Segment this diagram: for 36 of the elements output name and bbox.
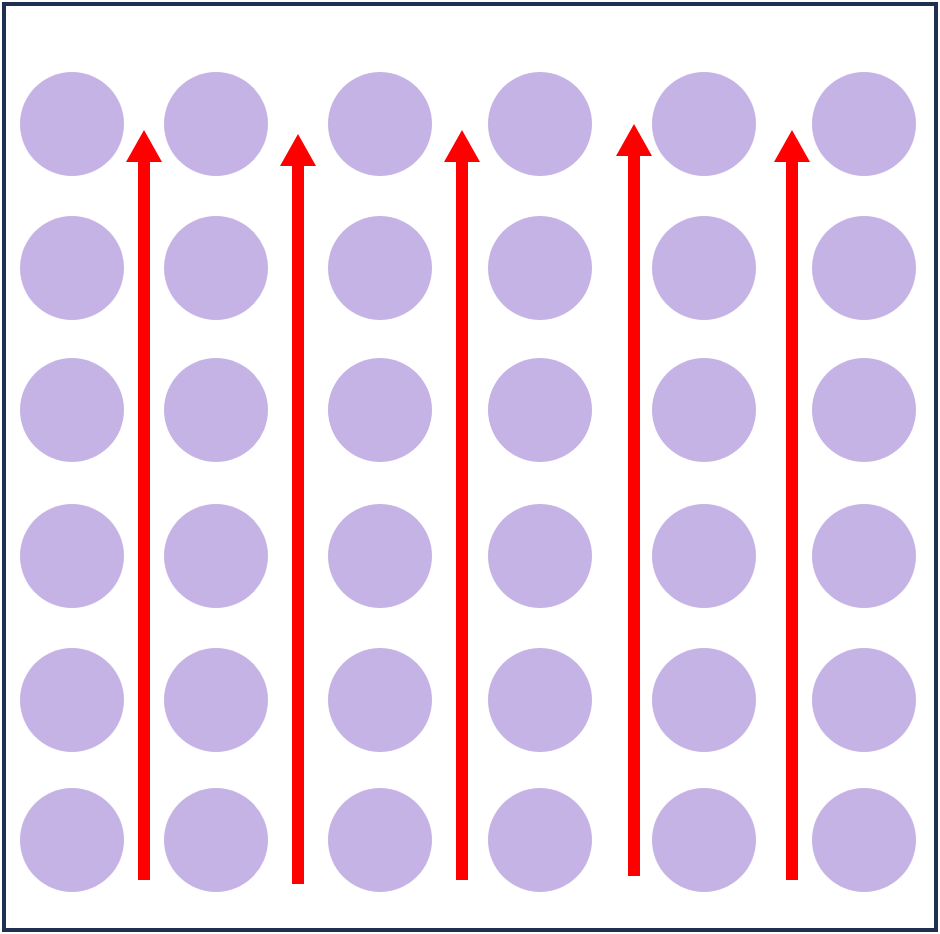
dot: [328, 358, 432, 462]
dot: [20, 504, 124, 608]
dot: [20, 72, 124, 176]
dot: [652, 358, 756, 462]
dot: [20, 648, 124, 752]
dot: [488, 72, 592, 176]
dot: [812, 72, 916, 176]
dot: [164, 216, 268, 320]
dot: [328, 216, 432, 320]
dot: [652, 504, 756, 608]
dot: [328, 648, 432, 752]
dot: [488, 788, 592, 892]
dot: [812, 648, 916, 752]
dot: [328, 788, 432, 892]
dot: [20, 788, 124, 892]
dot: [812, 504, 916, 608]
dot: [812, 358, 916, 462]
dot: [164, 788, 268, 892]
dot: [328, 72, 432, 176]
dot: [164, 648, 268, 752]
dot: [812, 788, 916, 892]
dot: [812, 216, 916, 320]
dot: [488, 504, 592, 608]
dot: [652, 788, 756, 892]
dot: [488, 358, 592, 462]
dot: [20, 216, 124, 320]
dot: [20, 358, 124, 462]
dot: [164, 358, 268, 462]
dot: [488, 216, 592, 320]
dot: [328, 504, 432, 608]
dot: [652, 216, 756, 320]
dot: [488, 648, 592, 752]
dot: [652, 648, 756, 752]
dot: [164, 72, 268, 176]
dot: [652, 72, 756, 176]
dot: [164, 504, 268, 608]
